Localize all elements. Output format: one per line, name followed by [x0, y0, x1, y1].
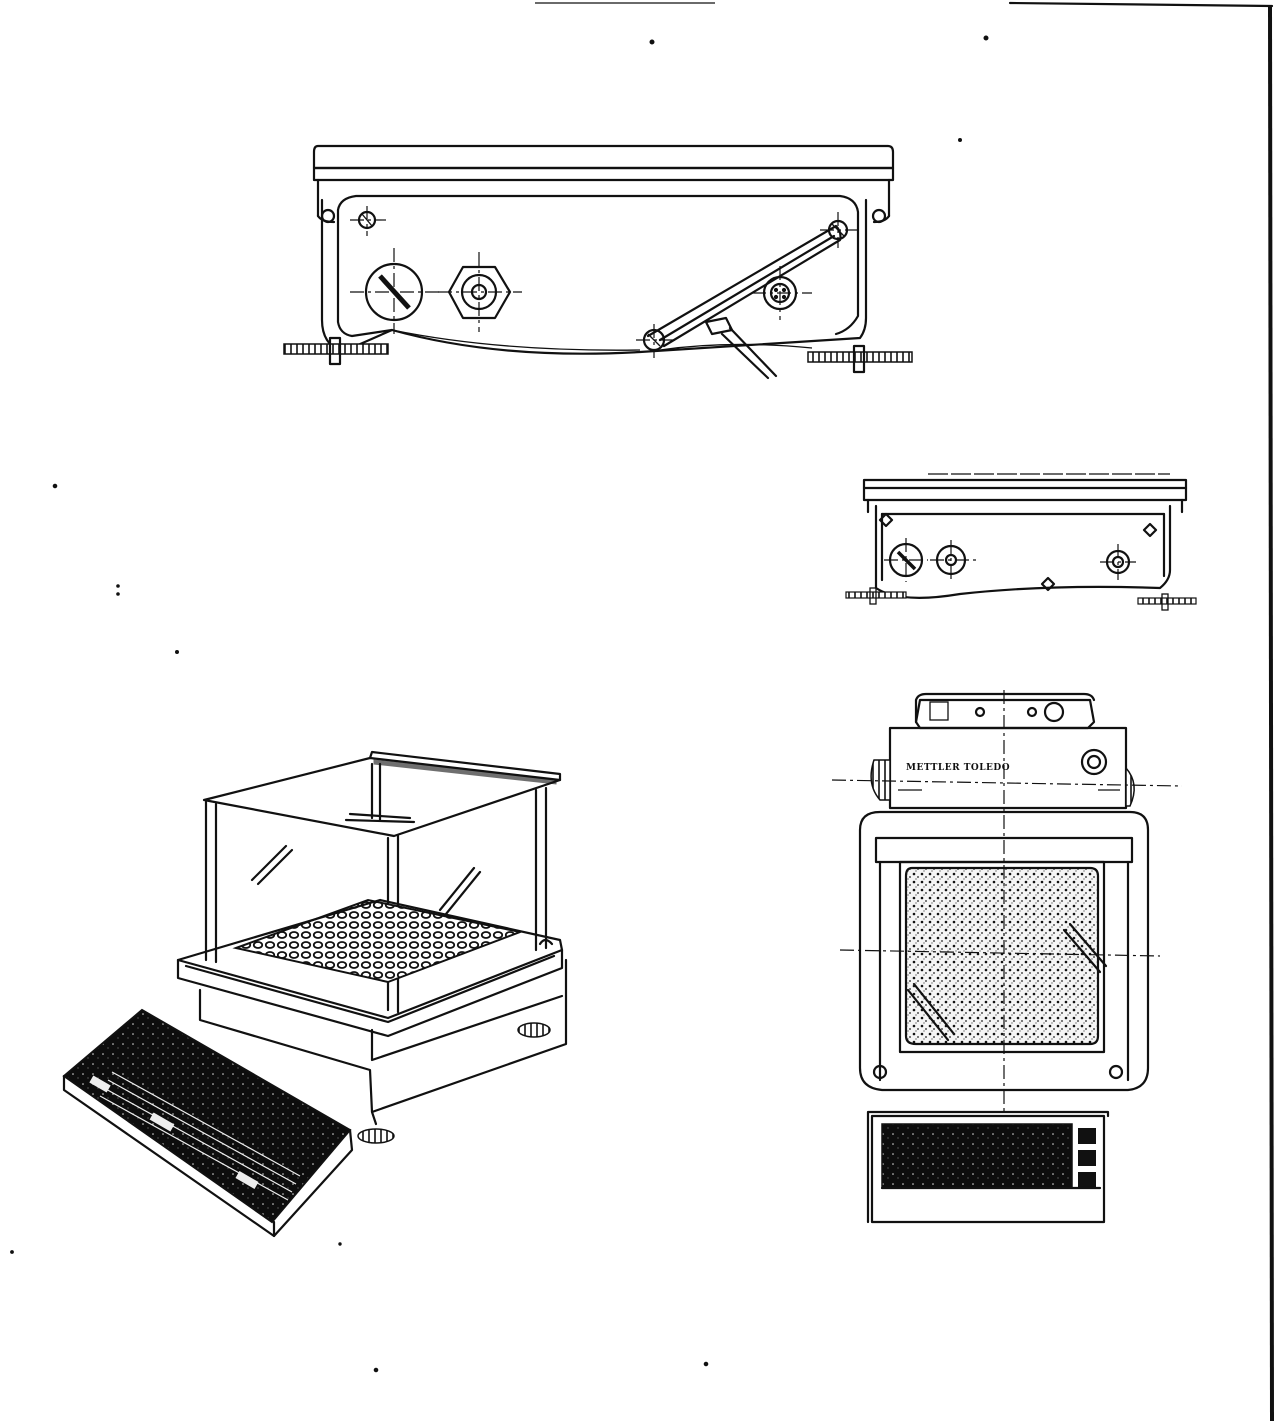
page-border: [535, 1, 1274, 1421]
brand-label: METTLER TOLEDO: [906, 763, 1010, 773]
top-view-balance: METTLER TOLEDO: [831, 690, 1183, 1224]
rear-view-large: [283, 144, 913, 380]
rear-view-small: [845, 473, 1197, 611]
scan-specks: [10, 35, 989, 1373]
isometric-balance-view: [62, 750, 568, 1238]
